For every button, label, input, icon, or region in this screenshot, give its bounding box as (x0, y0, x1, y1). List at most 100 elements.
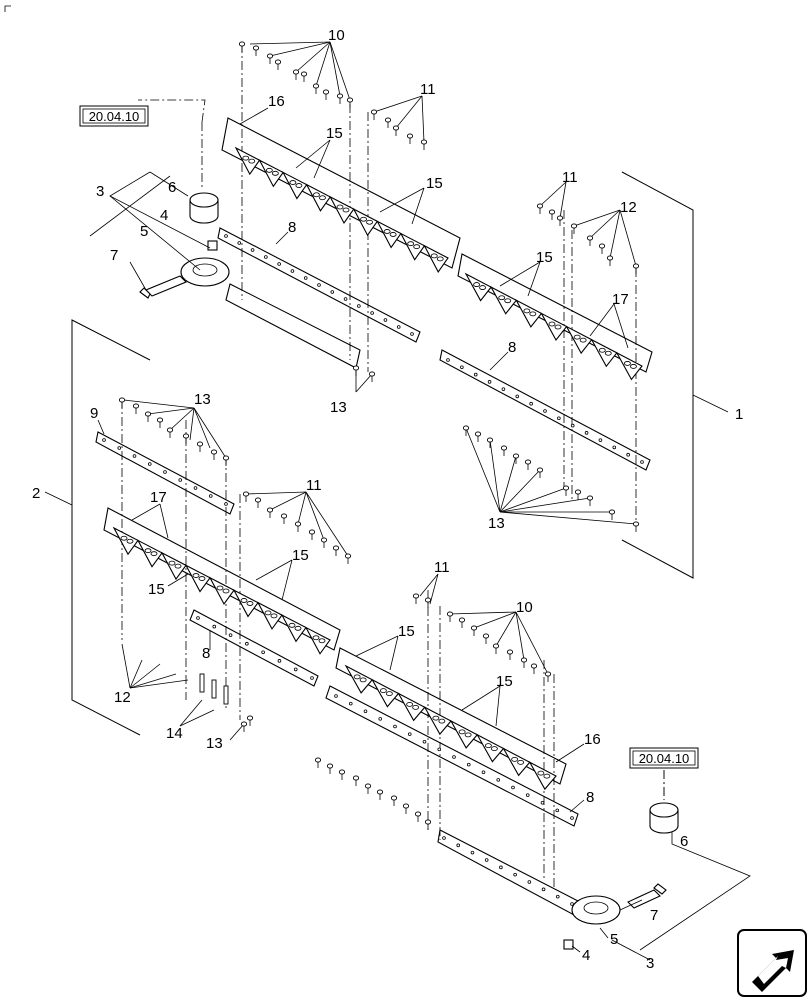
knife-section (528, 760, 557, 791)
knife-section (514, 298, 543, 328)
screw-head (492, 643, 500, 649)
bolt-upper (139, 275, 187, 299)
screw-head (536, 203, 544, 209)
rivet-holes (102, 234, 644, 906)
knife-section (489, 285, 518, 315)
knife-section-hole (490, 746, 498, 752)
screw-head (336, 93, 344, 99)
screw-head (238, 41, 246, 47)
callout-4-bottom: 4 (582, 947, 590, 964)
bar-hole (224, 502, 228, 506)
assembly-1-label: 1 (735, 406, 743, 423)
screw-head (530, 663, 538, 669)
knife-section-hole (198, 576, 206, 581)
callout-11-lower-mid: 11 (434, 559, 450, 576)
knife-section-hole (359, 677, 367, 683)
knife-section-strip-upper-left (221, 117, 461, 269)
knife-section-hole (144, 548, 152, 554)
knife-section-hole (529, 311, 537, 317)
knife-section (475, 733, 505, 763)
knife-section-strip-upper-right (457, 253, 653, 373)
bar-hole (261, 650, 265, 655)
screw-head (294, 521, 302, 527)
arrow-navigation-icon[interactable] (737, 929, 807, 997)
knife-section (397, 692, 426, 722)
bolt-lower (627, 883, 667, 909)
knife-section-hole (295, 183, 303, 188)
knife-section-hole (430, 253, 438, 259)
knife-section-hole (573, 334, 581, 340)
callout-7-top: 7 (110, 247, 118, 264)
bar-hole (196, 616, 200, 620)
screw-head (166, 427, 174, 433)
knife-section-hole (379, 688, 387, 694)
reference-label-bottom: 20.04.10 (639, 751, 690, 766)
knife-section-hole (366, 219, 373, 225)
knife-back-bar-lower-right (325, 685, 579, 827)
callout-labels: 1 2 10 11 16 15 15 3 6 4 5 7 8 13 11 12 … (32, 27, 743, 972)
callout-13-left: 13 (194, 391, 211, 408)
bar-hole (473, 372, 478, 377)
bar-hole (484, 858, 489, 862)
screw-head (118, 397, 126, 403)
bar-hole (370, 311, 374, 315)
knife-section (464, 272, 492, 302)
corner-mark (4, 5, 11, 12)
screw-head (574, 489, 582, 495)
bar-hole (437, 747, 442, 752)
bar-hole (348, 701, 353, 706)
knife-section-hole (579, 337, 587, 343)
knife-section-hole (312, 635, 320, 641)
screw-head (210, 449, 218, 455)
knife-section (352, 207, 379, 237)
knife-section (258, 158, 284, 188)
screw-head (132, 403, 140, 409)
reference-box-top[interactable]: 20.04.10 (79, 105, 149, 127)
callout-6-bottom: 6 (680, 833, 688, 850)
screw-head (332, 545, 340, 551)
screw-head (292, 69, 300, 75)
reference-box-bottom[interactable]: 20.04.10 (629, 747, 699, 769)
bar-hole (487, 380, 492, 384)
callout-8-right: 8 (508, 339, 516, 356)
bar-hole (228, 633, 233, 637)
bolt-14 (211, 679, 217, 699)
screw-head (156, 417, 164, 423)
bar-hole (570, 816, 574, 820)
screw-head (242, 491, 250, 497)
screw-head (412, 593, 420, 599)
knife-section (328, 195, 355, 225)
screw-head (482, 633, 490, 639)
screw-head (402, 803, 410, 809)
screw-head (406, 133, 414, 139)
screw-head (352, 775, 360, 781)
screw-head (474, 431, 482, 437)
bar-hole (511, 785, 515, 790)
screw-head (562, 485, 570, 491)
screw-head (512, 453, 520, 459)
screw-head (182, 433, 190, 439)
callout-15-top-b: 15 (426, 175, 443, 192)
bar-hole (317, 283, 321, 287)
screw-head (608, 509, 616, 515)
bar-hole (543, 409, 547, 413)
screw-head (370, 109, 378, 115)
bar-hole (117, 446, 122, 450)
knife-section-hole (270, 613, 278, 619)
callout-17-right: 17 (612, 291, 629, 308)
callout-13-right: 13 (488, 515, 505, 532)
knife-section-hole (479, 285, 486, 290)
bar-hole (460, 365, 464, 370)
screw-head (420, 139, 428, 145)
callout-3-bottom: 3 (646, 955, 654, 972)
screw-head (266, 507, 274, 513)
callout-12-right: 12 (620, 199, 637, 216)
bar-hole (527, 880, 532, 884)
bar-hole (193, 486, 198, 490)
reference-label-top: 20.04.10 (89, 109, 140, 124)
callout-15-left-b: 15 (148, 581, 165, 598)
bushing-lower (649, 802, 679, 834)
knife-section-hole (554, 324, 562, 330)
bar-hole (334, 694, 338, 698)
bar-hole (446, 358, 450, 362)
